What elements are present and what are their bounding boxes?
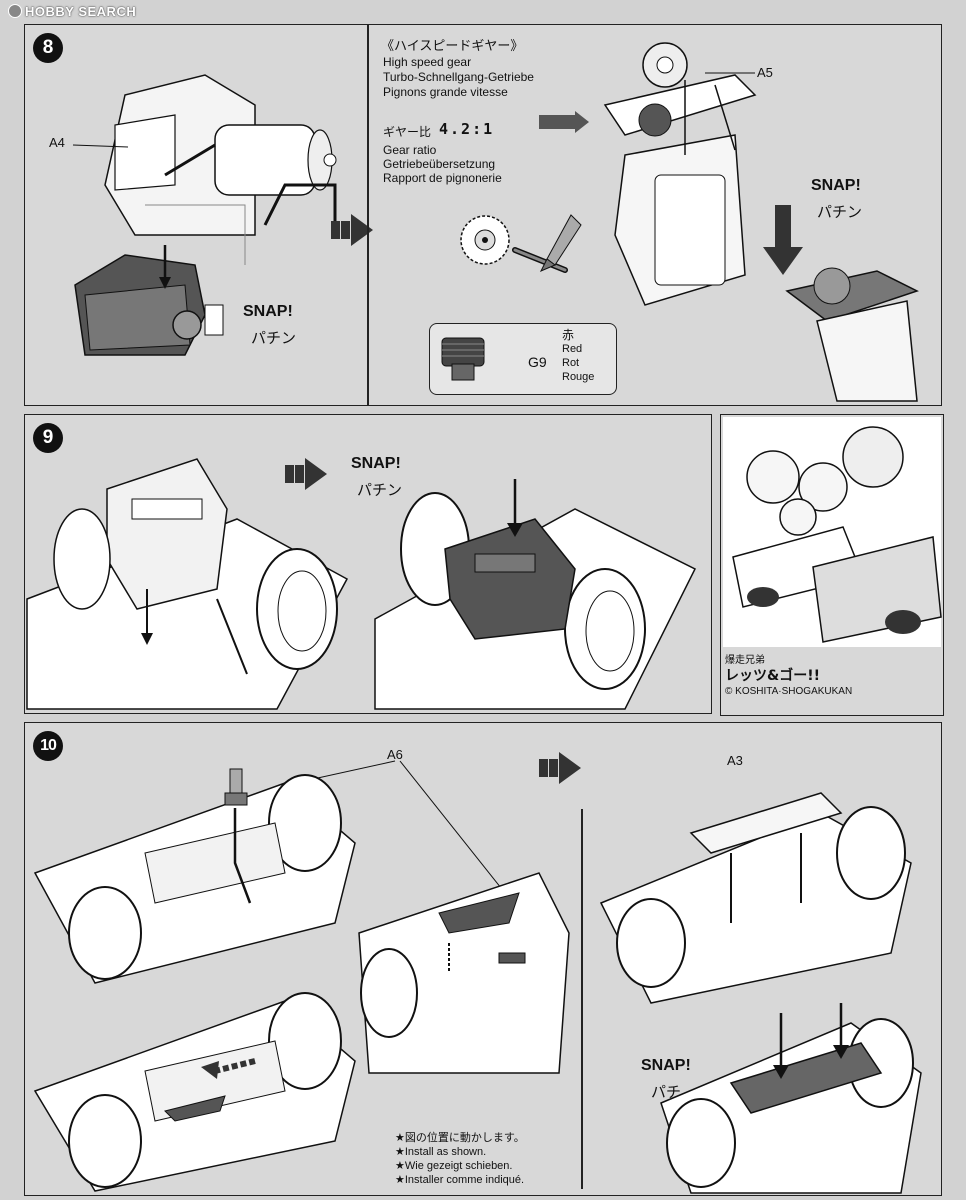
step-9-next-arrow [285, 458, 327, 490]
gear-ratio-label: ギヤー比 [383, 125, 432, 139]
manga-title-small: 爆走兄弟 [725, 655, 765, 666]
note-de: ★Wie gezeigt schieben. [395, 1160, 513, 1172]
part-a3-label: A3 [727, 753, 743, 768]
step-10-divider [581, 809, 583, 1189]
manga-illustration [723, 417, 942, 647]
gear-ratio-value: 4.2:1 [439, 120, 495, 138]
chassis-bottom-illustration [33, 992, 356, 1192]
grease-tube-icon [539, 214, 582, 272]
a3-snapped-illustration [660, 1003, 922, 1194]
note-jp: ★図の位置に動かします。 [395, 1131, 525, 1144]
chassis-top-illustration [33, 768, 356, 984]
watermark-logo-icon [8, 4, 22, 18]
gear-g9-icon [441, 337, 485, 381]
manga-title: レッツ&ゴー!! [725, 668, 820, 684]
gear-title-jp: 《ハイスピードギヤー》 [381, 39, 524, 54]
gear-ratio-fr: Rapport de pignonerie [383, 171, 502, 185]
part-a5-leader [705, 72, 755, 74]
part-a4-label: A4 [49, 135, 65, 150]
snap-right-kana: パチン [817, 203, 863, 221]
note-fr: ★Installer comme indiqué. [395, 1174, 525, 1186]
gear-ratio-de: Getriebeübersetzung [383, 157, 496, 171]
down-arrow-icon [763, 205, 803, 275]
step-10-snap-text: SNAP! [641, 1057, 691, 1074]
legend-part-label: G9 [528, 354, 547, 370]
legend-color-fr: Rouge [562, 371, 595, 383]
step-10-number: 10 [33, 731, 63, 761]
snap-left-text: SNAP! [243, 303, 293, 320]
step-9-number: 9 [33, 423, 63, 453]
watermark-text: HOBBY SEARCH [25, 4, 137, 19]
gearbox-snapped-illustration [785, 267, 919, 402]
snap-right-text: SNAP! [811, 177, 861, 194]
pinion-gear-illustration [460, 215, 568, 273]
manga-artwork: 爆走兄弟 レッツ&ゴー!! © KOSHITA·SHOGAKUKAN [720, 414, 944, 716]
chassis-after-illustration [374, 479, 697, 710]
gearbox-cover-illustration [74, 245, 224, 356]
chassis-mid-illustration [358, 872, 570, 1074]
step-9-panel: 9 SNAP! パチン [24, 414, 712, 714]
gear-title-en: High speed gear [383, 55, 472, 69]
step-10-panel: 10 A6 ★図の位置に動かします。 ★Install as shown. ★W… [24, 722, 942, 1196]
a3-cover-illustration [599, 792, 912, 1004]
gear-color-legend: G9 赤 Red Rot Rouge [429, 323, 617, 395]
legend-color-de: Rot [562, 357, 580, 369]
legend-color-jp: 赤 [562, 328, 575, 342]
gear-title-de: Turbo-Schnellgang-Getriebe [383, 70, 534, 84]
motor-mount-illustration [104, 74, 337, 265]
watermark: HOBBY SEARCH [8, 4, 136, 19]
note-en: ★Install as shown. [395, 1146, 487, 1158]
part-a5-label: A5 [757, 65, 773, 80]
manga-copyright: © KOSHITA·SHOGAKUKAN [725, 686, 853, 697]
part-a4-leader [72, 144, 129, 148]
legend-color-en: Red [562, 343, 583, 355]
chassis-before-illustration [26, 458, 349, 710]
step-8-panel: 8 A4 SNAP! パチン 《ハイスピードギヤー》 High speed ge… [24, 24, 942, 406]
step-8-divider [367, 25, 369, 405]
gear-ratio-en: Gear ratio [383, 143, 437, 157]
step-8-number: 8 [33, 33, 63, 63]
part-a6-label: A6 [387, 747, 403, 762]
gearbox-assembly-illustration [603, 42, 757, 306]
step-10-snap-kana: パチ [651, 1083, 682, 1101]
step-9-snap-kana: パチン [357, 481, 403, 499]
step-9-snap-text: SNAP! [351, 455, 401, 472]
snap-left-kana: パチン [251, 329, 297, 347]
grease-arrow-icon [539, 111, 589, 133]
step-10-next-arrow [539, 752, 581, 784]
gear-title-fr: Pignons grande vitesse [383, 85, 508, 99]
